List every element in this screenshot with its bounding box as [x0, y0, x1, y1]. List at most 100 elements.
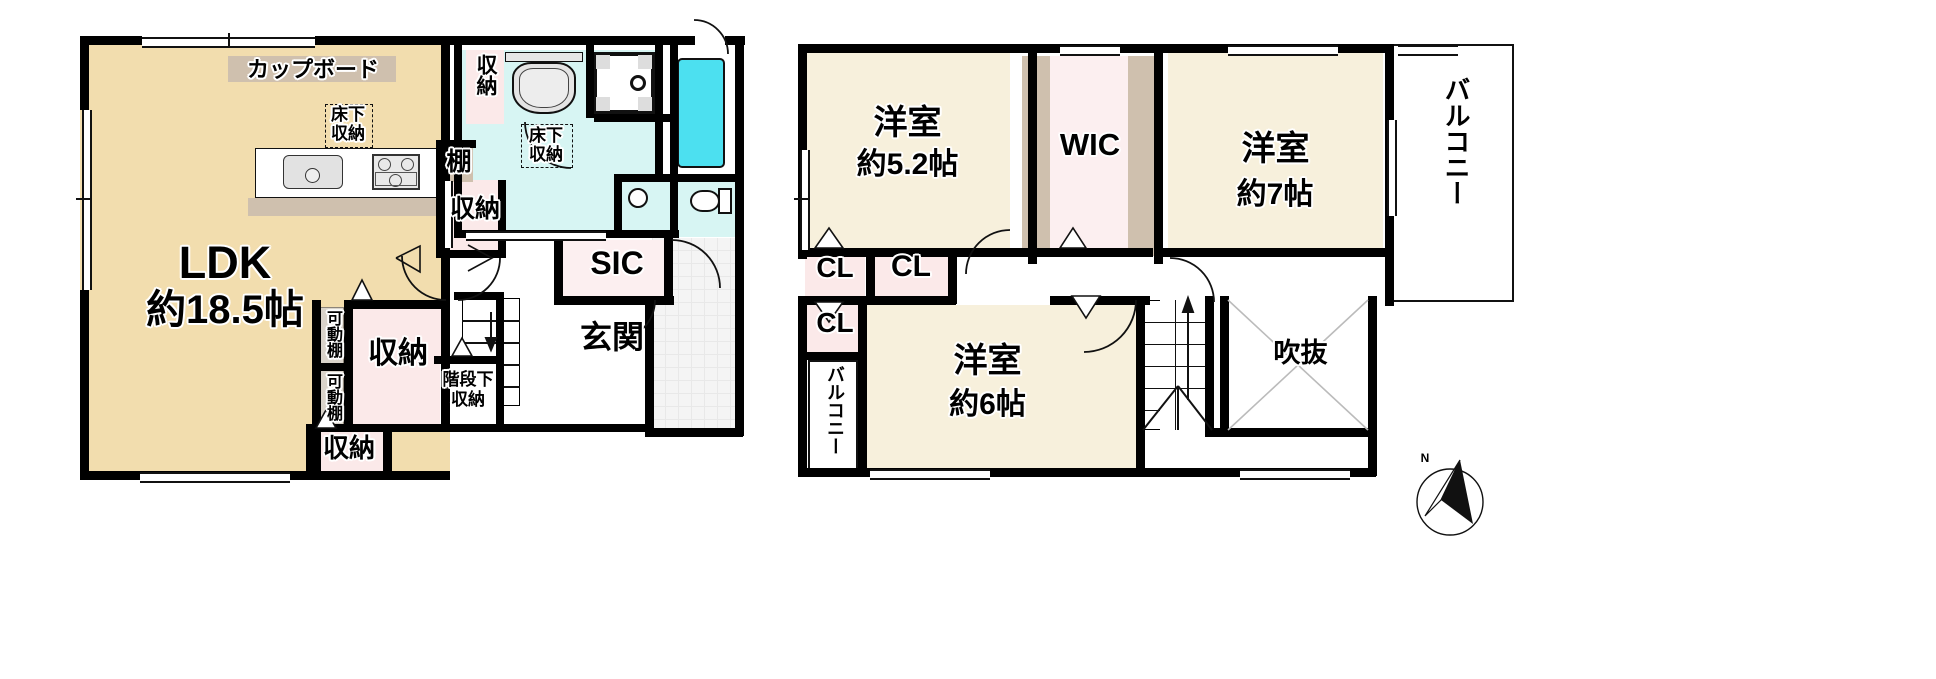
wall: [80, 290, 89, 480]
wall: [948, 248, 957, 304]
wall: [1028, 44, 1037, 264]
cupboard-counter: [228, 56, 396, 82]
room-ldk-fill-lower: [80, 300, 330, 476]
wall: [312, 300, 321, 472]
room-bedroom-7-fill: [1168, 52, 1383, 256]
wall: [735, 36, 744, 436]
label-bedroom-6-main: 洋室: [953, 342, 1022, 380]
window: [870, 469, 990, 480]
wall: [383, 424, 392, 480]
wall: [312, 363, 352, 371]
washer-drain-icon: [630, 75, 646, 91]
under-floor-storage-box-1: [325, 104, 373, 148]
washer-foot-icon: [596, 55, 610, 69]
label-under-floor-storage-1-line2: 収納: [331, 124, 365, 143]
label-bedroom-7-sub: 約7帖: [1236, 178, 1314, 211]
kitchen-front-panel: [248, 198, 445, 216]
label-balcony-side: バルコニー: [825, 365, 845, 455]
room-wic-fill: [1035, 56, 1145, 256]
wall: [80, 36, 142, 45]
washer-foot-icon: [638, 55, 652, 69]
wall: [645, 428, 743, 437]
wall: [798, 352, 860, 360]
wall: [645, 296, 654, 436]
wall: [614, 174, 742, 182]
sink-drain-icon: [305, 168, 320, 183]
closet-shuno-bottom-fill: [313, 428, 383, 472]
wall: [436, 140, 476, 148]
wall: [664, 232, 673, 304]
room-bedroom-52-fill: [805, 52, 1010, 256]
window-mullion: [228, 33, 230, 48]
wall: [312, 424, 452, 432]
wall: [1154, 44, 1163, 264]
label-storage-upper: 収納: [449, 195, 500, 223]
closet-shuno-topright-fill: [466, 50, 504, 124]
wall: [441, 300, 450, 432]
wall: [670, 36, 678, 238]
vanity-counter: [505, 52, 583, 62]
washer-foot-icon: [596, 97, 610, 111]
wall: [1136, 296, 1145, 476]
window: [1060, 45, 1120, 56]
label-bedroom-52-sub: 約5.2帖: [856, 148, 959, 181]
label-balcony-main: バルコニー: [1441, 76, 1471, 206]
label-sic: SIC: [590, 245, 644, 281]
closet-cl-1-fill: [805, 250, 865, 300]
wall: [614, 174, 622, 238]
vanity-basin-inner-icon: [519, 68, 569, 108]
wall: [454, 44, 462, 234]
window: [1240, 469, 1350, 480]
compass-rose: N: [1395, 440, 1505, 550]
closet-cl-2-fill: [874, 250, 949, 300]
movable-shelf-upper: [320, 307, 344, 367]
compass-label-north: N: [1420, 451, 1430, 465]
wall: [594, 114, 678, 122]
window-mullion: [76, 198, 92, 200]
under-floor-storage-box-2: [521, 124, 573, 168]
wall: [496, 292, 504, 432]
label-movable-shelf-2: 可動棚: [324, 373, 341, 421]
wall: [655, 40, 663, 180]
label-bedroom-6-sub: 約6帖: [949, 388, 1026, 421]
lavatory-basin-icon: [628, 188, 648, 208]
wall: [1050, 296, 1150, 305]
window-mullion: [794, 198, 810, 200]
closet-shuno-mid-fill: [350, 307, 445, 429]
wall: [554, 232, 563, 304]
window: [140, 472, 290, 483]
wall: [866, 248, 875, 304]
stove-burner-icon: [389, 174, 402, 187]
wall: [315, 36, 445, 45]
wall: [434, 424, 526, 432]
washer-foot-icon: [638, 97, 652, 111]
wall: [454, 292, 504, 300]
window: [800, 150, 810, 250]
label-bedroom-7-main: 洋室: [1241, 130, 1310, 168]
wall: [1220, 296, 1229, 436]
label-storage-topright: 収納: [474, 54, 497, 96]
label-under-floor-storage-1-line1: 床下: [331, 105, 365, 124]
wall: [441, 36, 450, 181]
wall: [858, 296, 867, 476]
wall: [798, 296, 807, 476]
label-ldk-sub: 約18.5帖: [146, 288, 304, 332]
stove-burner-icon: [401, 158, 414, 171]
label-storage-mid: 収納: [368, 337, 428, 370]
wall: [306, 471, 391, 480]
wall: [554, 296, 674, 305]
label-ldk-main: LDK: [178, 237, 272, 288]
wall: [1154, 248, 1394, 257]
wall: [80, 36, 89, 110]
closet-shuno-upper-fill: [443, 180, 505, 256]
label-under-stairs-storage-line2: 収納: [451, 390, 485, 409]
label-wic: WIC: [1059, 127, 1121, 162]
wall: [798, 44, 1028, 53]
wall: [586, 44, 594, 118]
window: [82, 110, 92, 290]
window: [1228, 45, 1338, 56]
wall: [866, 296, 956, 305]
wall: [506, 424, 654, 432]
wall: [1368, 296, 1377, 476]
